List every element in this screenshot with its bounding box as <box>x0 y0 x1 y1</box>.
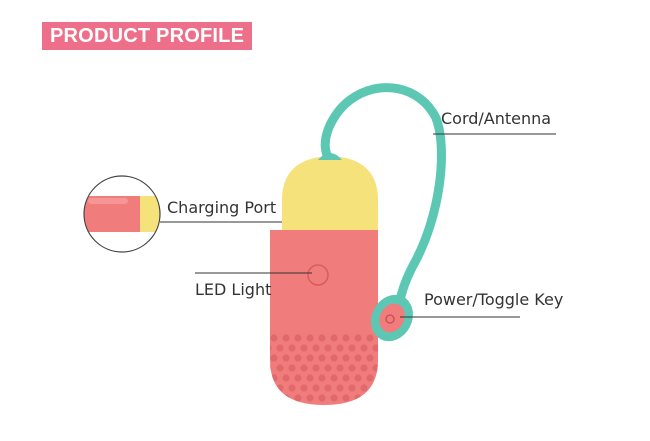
body-bump <box>384 364 391 371</box>
body-bump <box>306 374 314 382</box>
body-bump <box>294 374 302 382</box>
body-bump <box>336 384 344 392</box>
body-bump <box>378 374 385 381</box>
body-bump <box>270 384 272 392</box>
body-bump <box>384 384 391 391</box>
led-light-ring <box>307 264 329 286</box>
body-bump <box>318 354 326 362</box>
body-bump <box>378 354 385 361</box>
body-bump <box>330 374 338 382</box>
body-bump <box>282 354 290 362</box>
body-bump <box>372 344 378 352</box>
body-bump <box>306 334 314 342</box>
body-bump <box>336 344 344 352</box>
body-bump <box>294 334 302 342</box>
body-bump <box>324 364 332 372</box>
body-bump <box>342 334 350 342</box>
body-bump <box>270 364 272 372</box>
body-bump <box>330 354 338 362</box>
body-bump <box>342 394 350 402</box>
charging-port-zoom <box>83 175 161 253</box>
body-bump <box>366 374 374 382</box>
body-bump <box>336 364 344 372</box>
label-cord-antenna: Cord/Antenna <box>441 109 552 128</box>
body-bump <box>270 344 272 352</box>
body-bump <box>270 374 278 382</box>
body-bump <box>300 384 308 392</box>
body-bump <box>330 334 338 342</box>
body-bump <box>366 394 374 402</box>
body-bump <box>318 374 326 382</box>
body-bump <box>258 374 265 381</box>
body-bump <box>372 364 378 372</box>
body-bump <box>288 384 296 392</box>
body-bump <box>372 384 378 392</box>
body-bump <box>330 394 338 402</box>
body-bump <box>348 384 356 392</box>
body-bump <box>294 394 302 402</box>
body-bump <box>354 354 362 362</box>
body-bump <box>360 344 368 352</box>
body-bump <box>288 344 296 352</box>
cord-join <box>318 153 342 160</box>
cord-antenna <box>320 83 446 305</box>
power-toggle-pod <box>371 294 413 342</box>
body-bump <box>324 344 332 352</box>
body-bump <box>366 354 374 362</box>
body-bump <box>354 334 362 342</box>
label-led-light: LED Light <box>195 280 272 299</box>
body-bump <box>276 364 284 372</box>
body-bump <box>270 354 278 362</box>
body-bump <box>312 344 320 352</box>
product-profile-badge: PRODUCT PROFILE <box>42 22 253 50</box>
body-bump <box>318 394 326 402</box>
body-bump <box>282 394 290 402</box>
body-bump <box>282 374 290 382</box>
body-bump <box>270 394 278 402</box>
body-bump <box>354 374 362 382</box>
body-bump <box>276 384 284 392</box>
body-bump <box>360 384 368 392</box>
body-bump <box>378 394 385 401</box>
body-bump <box>312 364 320 372</box>
device-cap <box>282 156 378 232</box>
body-bump <box>348 364 356 372</box>
body-bump <box>258 394 265 401</box>
body-bump <box>306 394 314 402</box>
body-bump <box>324 384 332 392</box>
body-bump <box>258 354 265 361</box>
body-bump <box>300 344 308 352</box>
body-bump <box>360 364 368 372</box>
body-bump <box>384 344 391 351</box>
body-bump <box>318 334 326 342</box>
body-bump <box>288 364 296 372</box>
label-charging-port: Charging Port <box>167 198 277 217</box>
body-bump <box>258 334 265 341</box>
body-bump <box>342 374 350 382</box>
body-bump <box>276 344 284 352</box>
body-bump <box>306 354 314 362</box>
body-bump <box>270 334 278 342</box>
body-bump <box>300 364 308 372</box>
body-bump <box>282 334 290 342</box>
body-bump <box>348 344 356 352</box>
body-bump <box>342 354 350 362</box>
label-power-toggle-key: Power/Toggle Key <box>424 290 564 309</box>
body-bump <box>354 394 362 402</box>
body-bump <box>312 384 320 392</box>
body-bump <box>366 334 374 342</box>
body-bump <box>294 354 302 362</box>
